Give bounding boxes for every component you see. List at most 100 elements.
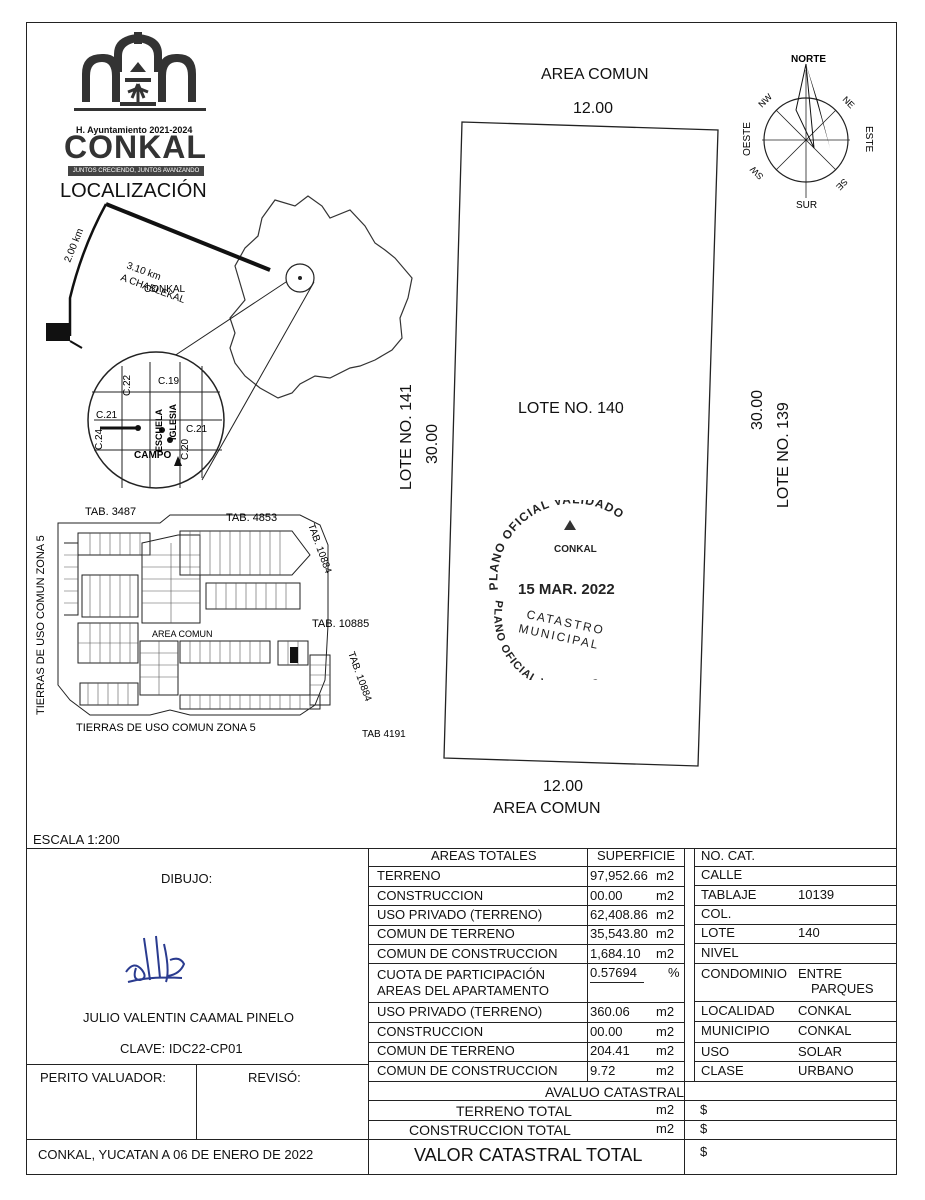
terreno-total-unit: m2 <box>656 1102 675 1117</box>
underline <box>590 982 644 983</box>
east-label: ESTE <box>863 126 874 152</box>
info-key: MUNICIPIO <box>701 1023 770 1038</box>
nw-label: NW <box>756 91 774 109</box>
divider <box>694 905 897 906</box>
valor-total-currency: $ <box>700 1144 708 1159</box>
ayuntamiento-text: H. Ayuntamiento 2021-2024 <box>76 125 193 135</box>
sw-label: SW <box>748 164 766 182</box>
lot-140-outline <box>442 120 720 768</box>
conkal-map-label: CONKAL <box>144 284 186 295</box>
divider <box>368 905 684 906</box>
area-row-name: COMUN DE TERRENO <box>377 926 515 941</box>
divider <box>694 1061 897 1062</box>
top-area-comun-label: AREA COMUN <box>541 66 649 83</box>
divider <box>368 866 684 867</box>
perito-label: PERITO VALUADOR: <box>40 1070 166 1085</box>
divider <box>694 963 897 964</box>
avaluo-title: AVALUO CATASTRAL <box>545 1084 684 1100</box>
area-row-unit: m2 <box>656 907 675 922</box>
right-dimension: 30.00 <box>749 389 766 430</box>
divider <box>794 848 795 1081</box>
tab-label: TAB 4191 <box>362 729 406 740</box>
north-label: NORTE <box>791 54 826 65</box>
info-value: 10139 <box>798 887 835 902</box>
divider <box>694 924 897 925</box>
divider <box>694 866 897 867</box>
area-row-name: CONSTRUCCION <box>377 888 484 903</box>
left-dimension: 30.00 <box>424 423 441 464</box>
lot-141-label: LOTE NO. 141 <box>398 384 415 490</box>
divider <box>694 1021 897 1022</box>
area-row-value: 360.06 <box>590 1004 630 1019</box>
stamp-brand: CONKAL <box>554 544 597 555</box>
area-row-name: COMUN DE CONSTRUCCION <box>377 946 558 961</box>
lot-139-label: LOTE NO. 139 <box>775 402 792 508</box>
divider <box>694 885 897 886</box>
area-row-name-2: AREAS DEL APARTAMENTO <box>377 983 549 998</box>
divider <box>368 1139 897 1140</box>
divider <box>368 848 369 1175</box>
divider <box>694 943 897 944</box>
divider <box>368 1042 684 1043</box>
divider <box>196 1064 197 1139</box>
divider <box>694 1001 897 1002</box>
divider <box>587 848 588 1081</box>
info-key: NO. CAT. <box>701 848 755 863</box>
lot-140-label: LOTE NO. 140 <box>518 400 624 417</box>
area-row-name: CUOTA DE PARTICIPACIÓN <box>377 967 546 982</box>
street-label: C.19 <box>158 376 180 387</box>
area-row-unit: m2 <box>656 1043 675 1058</box>
area-row-unit: % <box>668 965 680 980</box>
tab-label: TAB. 3487 <box>85 506 136 518</box>
plan-frame <box>26 22 897 1175</box>
superficie-header: SUPERFICIE <box>597 848 676 863</box>
area-row-value: 35,543.80 <box>590 926 648 941</box>
info-key: CONDOMINIO <box>701 966 787 981</box>
localizacion-title: LOCALIZACIÓN <box>60 180 207 202</box>
south-label: SUR <box>796 200 817 210</box>
area-row-unit: m2 <box>656 1004 675 1019</box>
street-label: C.22 <box>122 374 133 396</box>
terreno-total-label: TERRENO TOTAL <box>456 1103 572 1119</box>
divider <box>684 848 685 1175</box>
landmark-label: ESCUELA <box>154 408 164 452</box>
zone-label: TIERRAS DE USO COMUN ZONA 5 <box>76 722 256 734</box>
construccion-total-label: CONSTRUCCION TOTAL <box>409 1122 571 1138</box>
area-row-unit: m2 <box>656 1024 675 1039</box>
west-label: OESTE <box>742 122 753 156</box>
info-key: CALLE <box>701 867 743 882</box>
construccion-total-currency: $ <box>700 1121 708 1136</box>
divider <box>368 1061 684 1062</box>
tab-label: TAB. 10885 <box>312 618 369 630</box>
divider <box>368 1081 897 1082</box>
info-value: SOLAR <box>798 1044 843 1059</box>
divider <box>368 925 684 926</box>
area-row-name: USO PRIVADO (TERRENO) <box>377 907 543 922</box>
stamp-date: 15 MAR. 2022 <box>518 581 615 598</box>
info-key: LOCALIDAD <box>701 1003 775 1018</box>
info-value: 140 <box>798 925 820 940</box>
info-value: URBANO <box>798 1063 854 1078</box>
site-plan: TAB. 3487 TAB. 4853 TAB. 10884 TAB. 1088… <box>35 506 406 740</box>
area-row-value: 97,952.66 <box>590 868 648 883</box>
divider <box>368 944 684 945</box>
info-value: ENTRE <box>798 966 843 981</box>
scale-label: ESCALA 1:200 <box>33 832 120 847</box>
divider <box>368 1022 684 1023</box>
area-row-unit: m2 <box>656 868 675 883</box>
area-row-value: 00.00 <box>590 888 623 903</box>
area-row-value: 0.57694 <box>590 965 637 980</box>
bottom-dimension: 12.00 <box>543 778 584 795</box>
top-dimension: 12.00 <box>573 100 614 117</box>
tab-label: TAB. 10884 <box>345 650 373 703</box>
tab-label: TAB. 10884 <box>305 522 333 575</box>
area-row-unit: m2 <box>656 1063 675 1078</box>
landmark-label: IGLESIA <box>168 403 178 440</box>
street-label: C.21 <box>186 424 208 435</box>
divider <box>368 1002 684 1003</box>
area-row-value: 204.41 <box>590 1043 630 1058</box>
se-label: SE <box>834 177 850 193</box>
construccion-total-unit: m2 <box>656 1121 675 1136</box>
compass-rose: NORTE SUR ESTE OESTE NE NW SE SW <box>742 54 874 210</box>
info-key: LOTE <box>701 925 735 940</box>
